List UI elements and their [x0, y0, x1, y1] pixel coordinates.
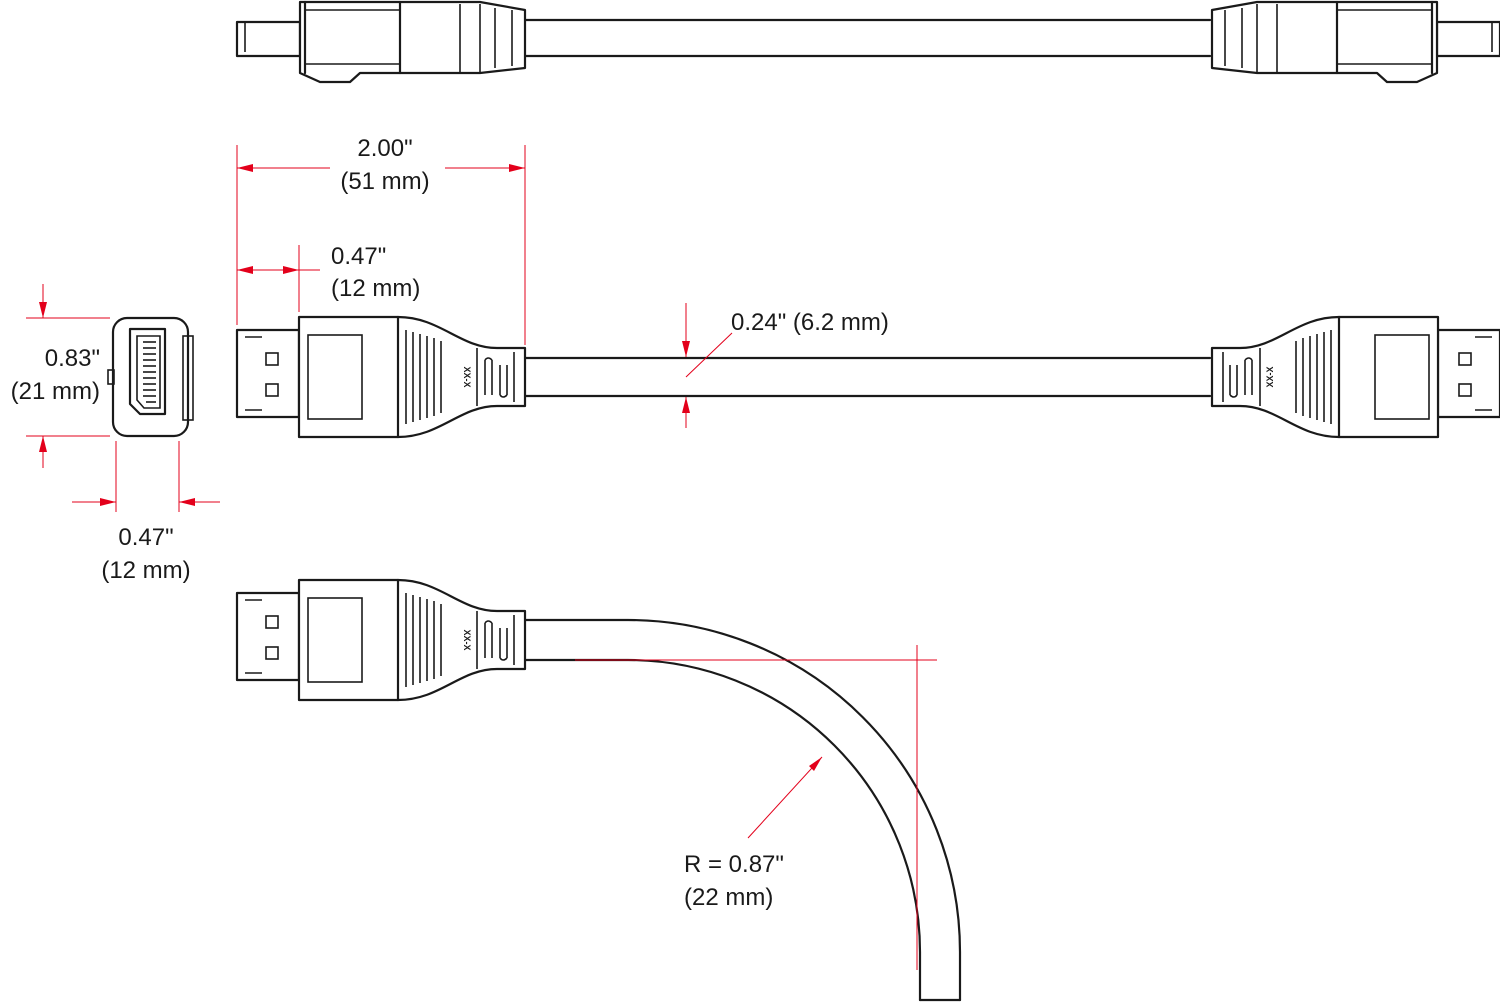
dimension-bend-radius: R = 0.87" (22 mm) — [575, 645, 937, 970]
bend-radius-inch: R = 0.87" — [684, 851, 784, 878]
connector-marking: XX-X — [462, 366, 472, 387]
cable-diameter-label: 0.24" (6.2 mm) — [731, 309, 889, 336]
top-view-right-connector — [1210, 0, 1500, 84]
side-view-left-connector: XX-X — [235, 315, 527, 439]
face-width-mm: (12 mm) — [101, 557, 190, 584]
face-height-mm: (21 mm) — [11, 378, 100, 405]
dimension-plug-length: 0.47" (12 mm) — [237, 243, 420, 312]
top-view-left-connector — [235, 0, 527, 84]
connector-marking: XX-X — [462, 629, 472, 650]
dimension-face-height: 0.83" (21 mm) — [11, 284, 110, 468]
cable-top-view — [235, 0, 1500, 84]
cable-bent-view: XX-X — [235, 578, 962, 1002]
plug-length-inch: 0.47" — [331, 243, 386, 270]
plug-length-mm: (12 mm) — [331, 275, 420, 302]
connector-marking: XX-X — [1265, 366, 1275, 387]
dimension-face-width: 0.47" (12 mm) — [72, 441, 220, 584]
bend-radius-mm: (22 mm) — [684, 884, 773, 911]
face-width-inch: 0.47" — [118, 524, 173, 551]
body-length-inch: 2.00" — [357, 135, 412, 162]
face-height-inch: 0.83" — [45, 345, 100, 372]
dimension-body-length: 2.00" (51 mm) — [236, 135, 526, 345]
dimension-cable-diameter: 0.24" (6.2 mm) — [682, 303, 889, 428]
body-length-mm: (51 mm) — [340, 168, 429, 195]
side-view-right-connector: XX-X — [1210, 315, 1500, 439]
connector-end-view — [107, 316, 194, 438]
bent-view-connector: XX-X — [235, 578, 527, 702]
cable-side-view: XX-X XX-X — [235, 315, 1500, 439]
